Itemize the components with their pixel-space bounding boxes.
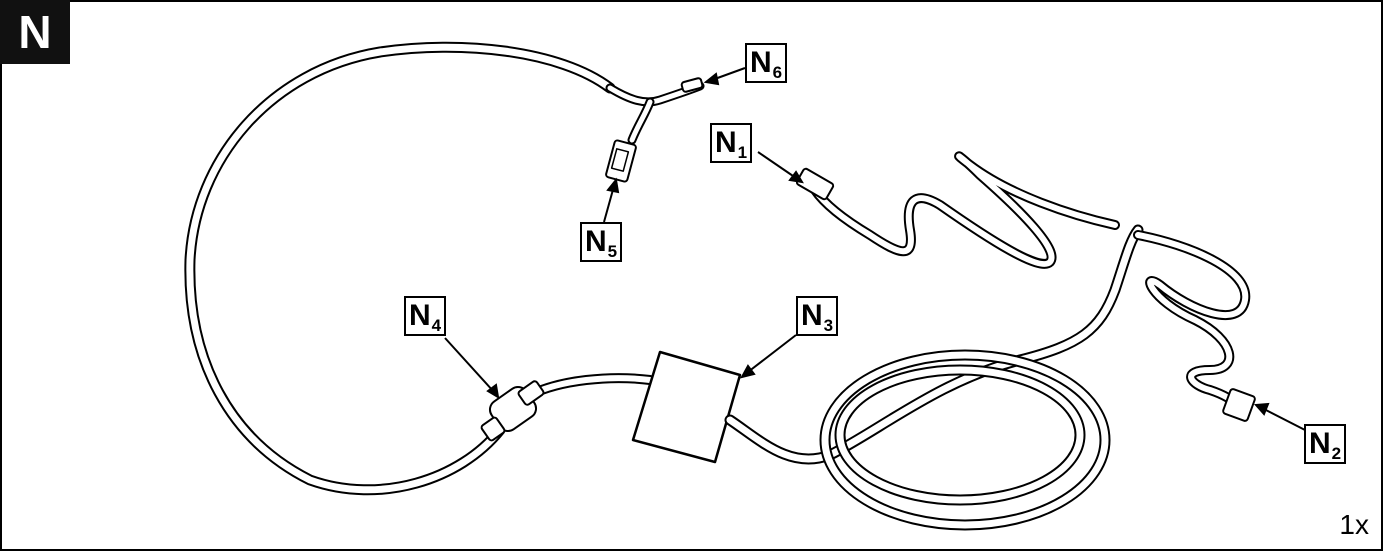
callout-n4: N4 — [404, 296, 447, 336]
n5-connector — [605, 139, 637, 183]
n5-leader — [603, 185, 615, 223]
callout-n2: N2 — [1304, 424, 1347, 464]
n1-leader — [757, 151, 797, 179]
callout-n3: N3 — [796, 296, 839, 336]
callout-n1: N1 — [710, 123, 753, 163]
callout-n5: N5 — [580, 222, 623, 262]
n6-connector — [680, 77, 704, 93]
n1-connector — [795, 167, 835, 201]
quantity-label: 1x — [1339, 509, 1369, 540]
callout-n6: N6 — [745, 43, 788, 83]
n3-leader — [747, 334, 797, 373]
n2-connector — [1222, 388, 1256, 422]
n2-leader — [1261, 407, 1306, 431]
n3-module — [631, 350, 742, 464]
n4-leader — [444, 337, 495, 393]
section-label: N — [0, 0, 70, 64]
